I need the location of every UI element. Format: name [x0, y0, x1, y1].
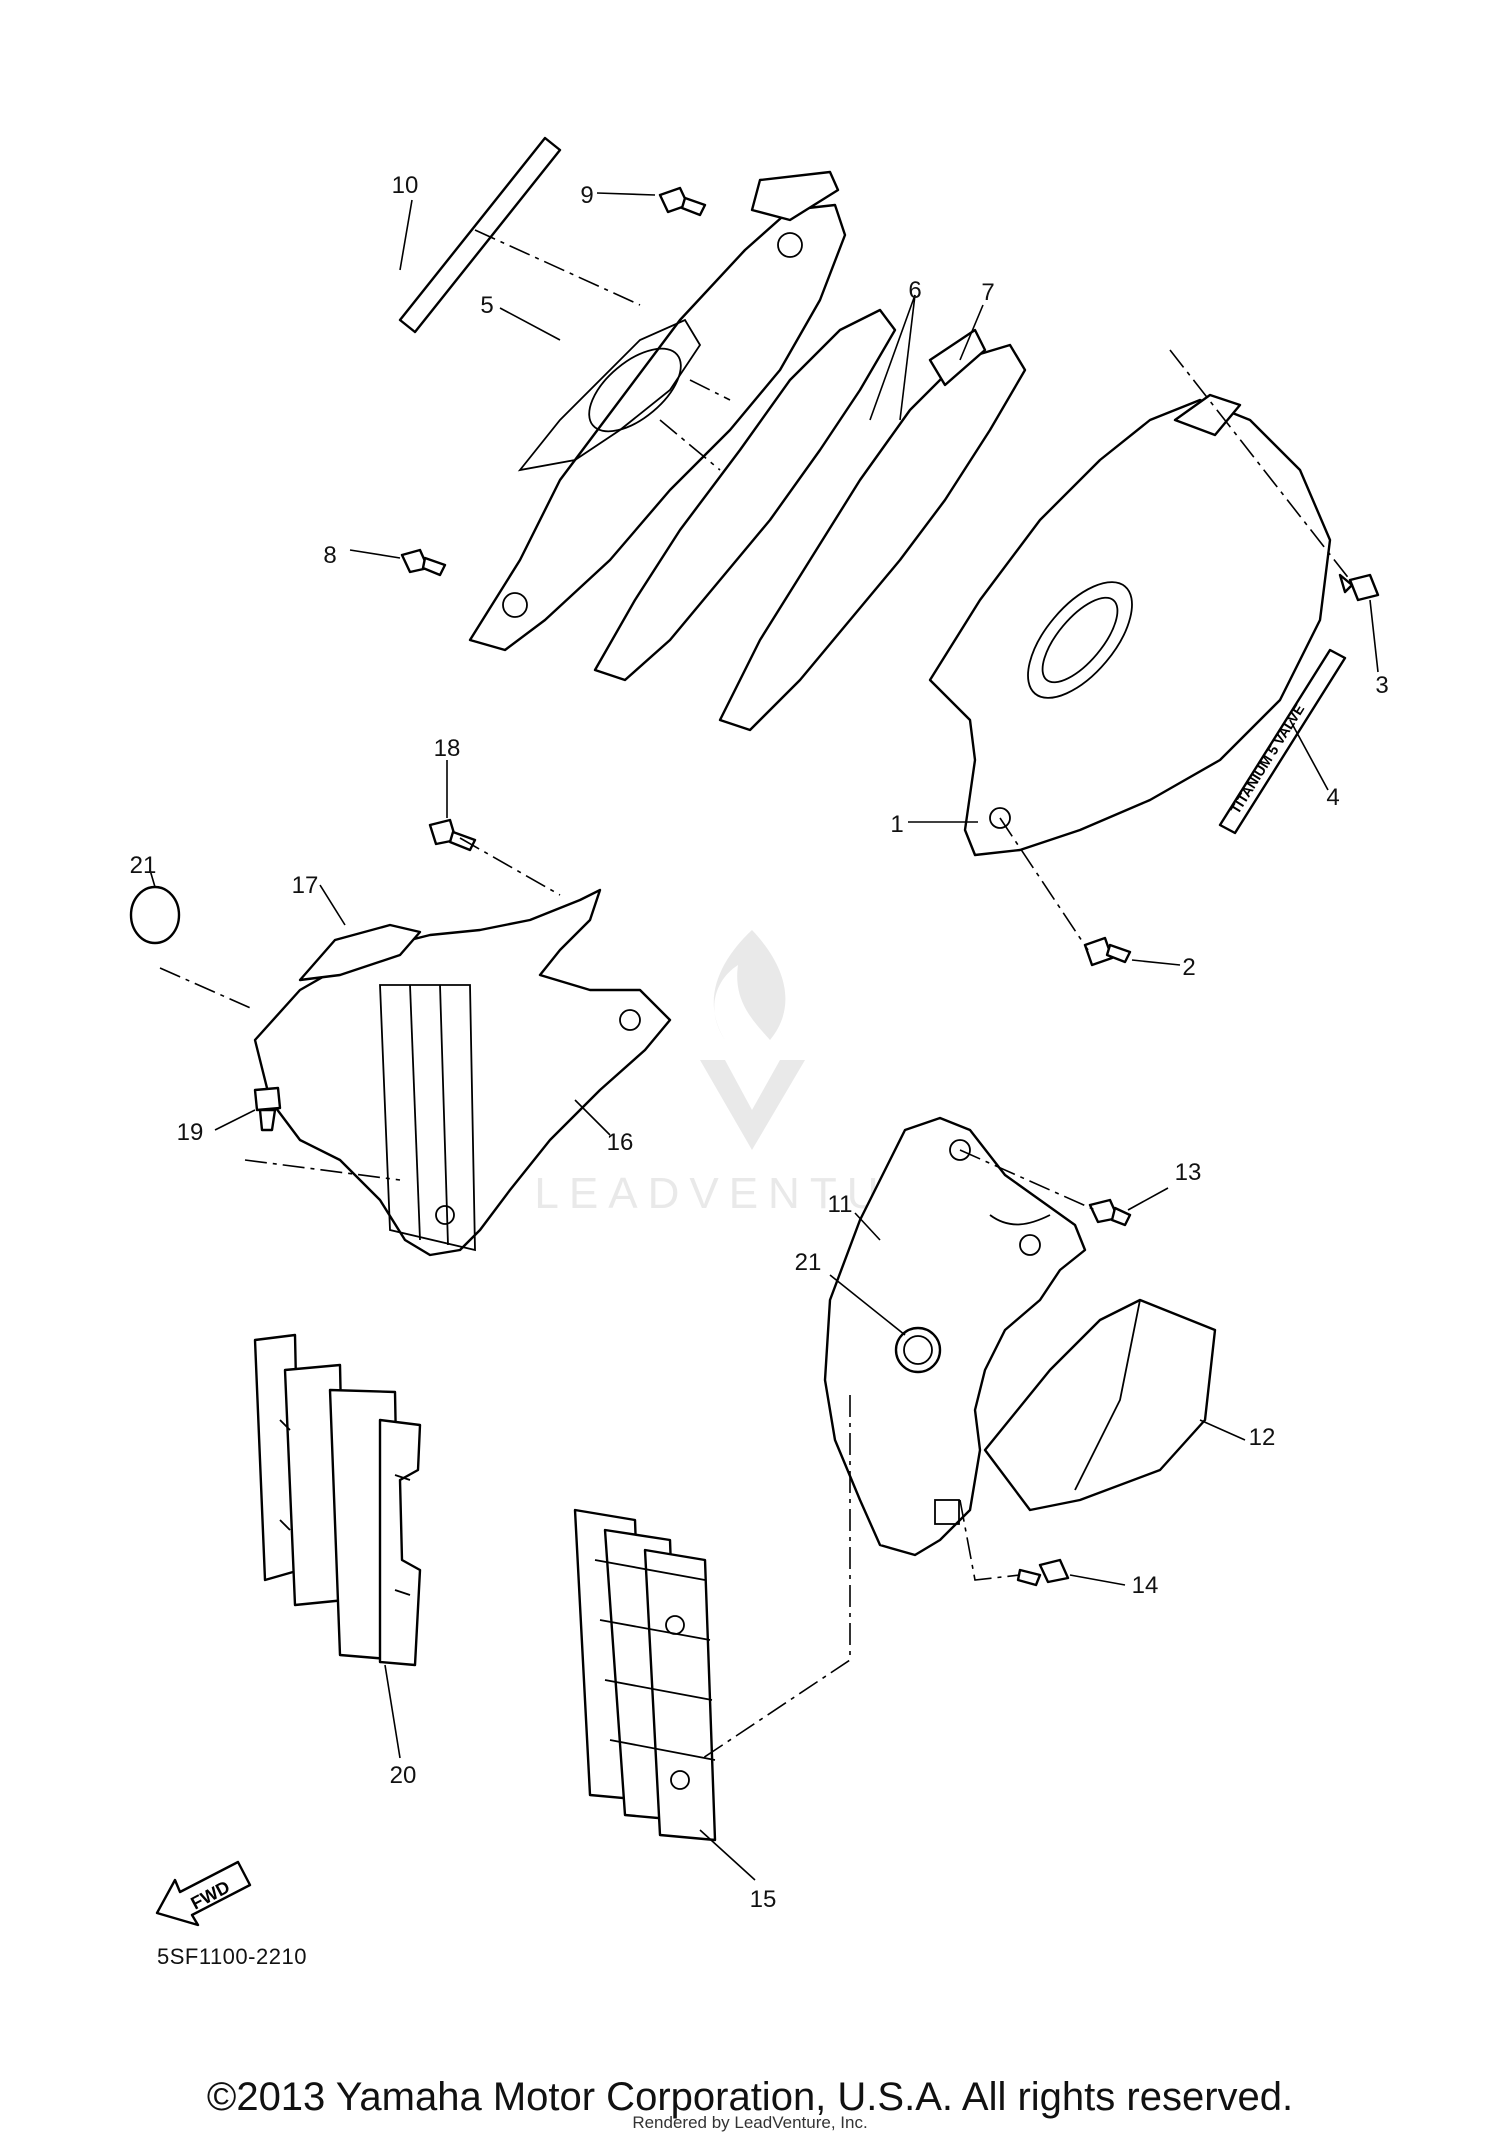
callout-2: 2 [1182, 954, 1195, 981]
bolt-8 [400, 548, 447, 577]
callout-3: 3 [1375, 672, 1388, 699]
part-1-side-cover [928, 393, 1332, 857]
part-16-17-shroud [253, 888, 672, 1257]
callout-5: 5 [480, 292, 493, 319]
callout-19: 19 [177, 1119, 204, 1146]
callout-16: 16 [607, 1129, 634, 1156]
callout-11: 11 [828, 1191, 853, 1218]
callouts: 10 9 5 6 7 8 3 4 1 2 18 21 17 16 19 13 1… [130, 172, 1389, 1913]
part-15-louver [573, 1508, 717, 1842]
part-12-panel [983, 1298, 1217, 1512]
bolt-14 [1016, 1558, 1070, 1587]
callout-20: 20 [390, 1762, 417, 1789]
callout-1: 1 [890, 811, 903, 838]
part-7-tab [928, 328, 987, 387]
callout-13: 13 [1175, 1159, 1202, 1186]
fwd-arrow: FWD [155, 1860, 252, 1927]
part-5-cover [468, 170, 847, 652]
bolt-13 [1088, 1198, 1132, 1227]
callout-6: 6 [908, 277, 921, 304]
bolt-9 [658, 186, 707, 217]
part-6-panels [593, 308, 1027, 732]
callout-21-bottom: 21 [795, 1249, 822, 1276]
render-credit: Rendered by LeadVenture, Inc. [632, 2113, 868, 2132]
callout-18: 18 [434, 735, 461, 762]
part-11-panel [823, 1116, 1087, 1557]
copyright-notice: ©2013 Yamaha Motor Corporation, U.S.A. A… [206, 2075, 1294, 2119]
callout-4: 4 [1326, 784, 1339, 811]
callout-17: 17 [292, 872, 319, 899]
part-20-guard [253, 1333, 422, 1667]
bolt-18 [428, 818, 477, 852]
leader-lines [149, 192, 1379, 1881]
bolt-2 [1083, 936, 1132, 967]
part-10-strip [398, 136, 562, 334]
callout-21-top: 21 [130, 852, 157, 879]
callout-8: 8 [323, 542, 336, 569]
callout-12: 12 [1249, 1424, 1276, 1451]
diagram-code: 5SF1100-2210 [157, 1944, 307, 1969]
callout-7: 7 [981, 279, 994, 306]
part-21-disc [129, 885, 181, 945]
callout-9: 9 [580, 182, 593, 209]
callout-14: 14 [1132, 1572, 1159, 1599]
assembly-lines [159, 229, 1351, 1761]
bolt-19 [253, 1086, 282, 1132]
callout-10: 10 [392, 172, 419, 199]
callout-15: 15 [750, 1886, 777, 1913]
bolt-3 [1338, 573, 1380, 602]
